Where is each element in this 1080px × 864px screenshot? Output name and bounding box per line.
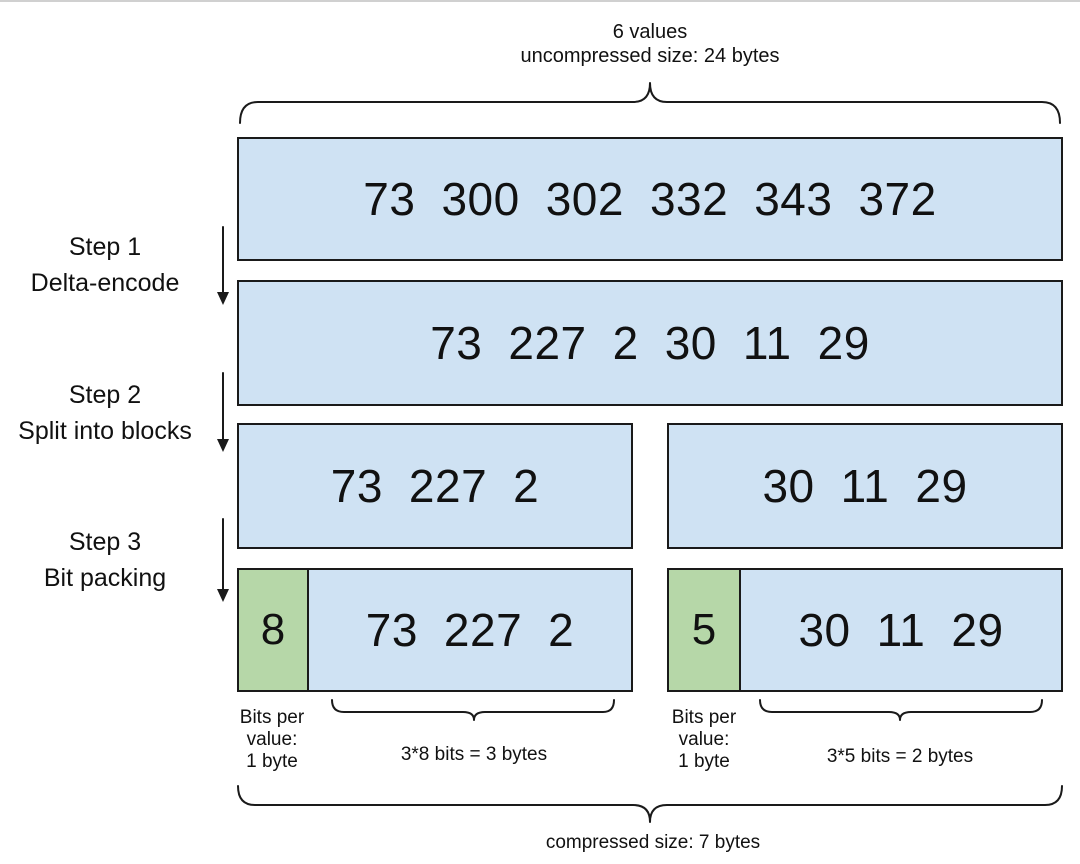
- compressed-brace: [237, 785, 1063, 823]
- step-1-title: Step 1: [68, 233, 142, 261]
- packed-size-a-label: 3*8 bits = 3 bytes: [400, 744, 548, 765]
- block-a-bits-value: 8: [260, 605, 286, 654]
- packed-size-b-label: 3*5 bits = 2 bytes: [826, 746, 974, 767]
- block-a-value: 2: [513, 460, 540, 512]
- block-b-packed-value: 29: [951, 604, 1004, 656]
- block-a-value: 227: [408, 460, 488, 512]
- delta-value: 227: [508, 317, 587, 369]
- bits-per-value-a-line: 1 byte: [246, 751, 298, 772]
- top-divider: [0, 0, 1080, 2]
- block-b-value: 29: [915, 460, 968, 512]
- original-value: 372: [858, 173, 937, 225]
- block-b-box: 30 11 29: [667, 423, 1063, 549]
- step-1-label: Step 1 Delta-encode: [0, 229, 210, 301]
- step-2-label: Step 2 Split into blocks: [0, 377, 210, 449]
- delta-values-box: 73 227 2 30 11 29: [237, 280, 1063, 406]
- bits-per-value-a-label: Bits per value: 1 byte: [222, 707, 322, 773]
- block-b-packed-value: 11: [876, 604, 926, 656]
- original-value: 302: [545, 173, 624, 225]
- bits-per-value-b-line: Bits per: [671, 707, 737, 728]
- block-a-packed-box: 73 227 2: [307, 568, 633, 692]
- step-3-label: Step 3 Bit packing: [0, 524, 210, 596]
- bits-per-value-b-line: 1 byte: [678, 751, 730, 772]
- step-2-title: Step 2: [68, 381, 142, 409]
- uncompressed-size-text: uncompressed size: 24 bytes: [520, 45, 780, 67]
- step-3-arrow-head: [217, 589, 229, 602]
- delta-value: 29: [817, 317, 870, 369]
- compressed-size-label: compressed size: 7 bytes: [545, 832, 761, 853]
- step-3-title: Step 3: [68, 528, 142, 556]
- step-1-name: Delta-encode: [30, 269, 180, 297]
- block-b-packed-value: 30: [798, 604, 851, 656]
- block-a-packed-value: 73: [365, 604, 418, 656]
- block-a-box: 73 227 2: [237, 423, 633, 549]
- block-b-bits-value: 5: [691, 605, 717, 654]
- step-3-name: Bit packing: [43, 564, 167, 592]
- bits-per-value-a-line: Bits per: [239, 707, 305, 728]
- uncompressed-label: 6 values uncompressed size: 24 bytes: [450, 20, 850, 68]
- step-2-name: Split into blocks: [18, 417, 192, 445]
- original-value: 73: [363, 173, 416, 225]
- block-b-value: 11: [840, 460, 890, 512]
- block-a-value: 73: [330, 460, 383, 512]
- original-value: 332: [649, 173, 729, 225]
- block-b-value: 30: [762, 460, 815, 512]
- block-b-packed-box: 30 11 29: [739, 568, 1063, 692]
- block-a-bits-box: 8: [237, 568, 309, 692]
- step-2-arrow-head: [217, 439, 229, 452]
- block-b-bits-box: 5: [667, 568, 741, 692]
- block-a-packed-value: 227: [443, 604, 523, 656]
- top-brace: [239, 82, 1061, 124]
- delta-value: 11: [742, 317, 792, 369]
- bits-per-value-a-line: value:: [246, 729, 298, 750]
- bits-per-value-b-line: value:: [678, 729, 730, 750]
- original-value: 343: [754, 173, 833, 225]
- packed-b-brace: [759, 699, 1043, 721]
- value-count-text: 6 values: [612, 21, 688, 43]
- original-value: 300: [441, 173, 520, 225]
- bits-per-value-b-label: Bits per value: 1 byte: [654, 707, 754, 773]
- block-a-packed-value: 2: [548, 604, 575, 656]
- original-values-box: 73 300 302 332 343 372: [237, 137, 1063, 261]
- delta-value: 2: [612, 317, 639, 369]
- packed-a-brace: [331, 699, 615, 721]
- step-1-arrow-head: [217, 292, 229, 305]
- delta-value: 73: [430, 317, 483, 369]
- delta-value: 30: [664, 317, 717, 369]
